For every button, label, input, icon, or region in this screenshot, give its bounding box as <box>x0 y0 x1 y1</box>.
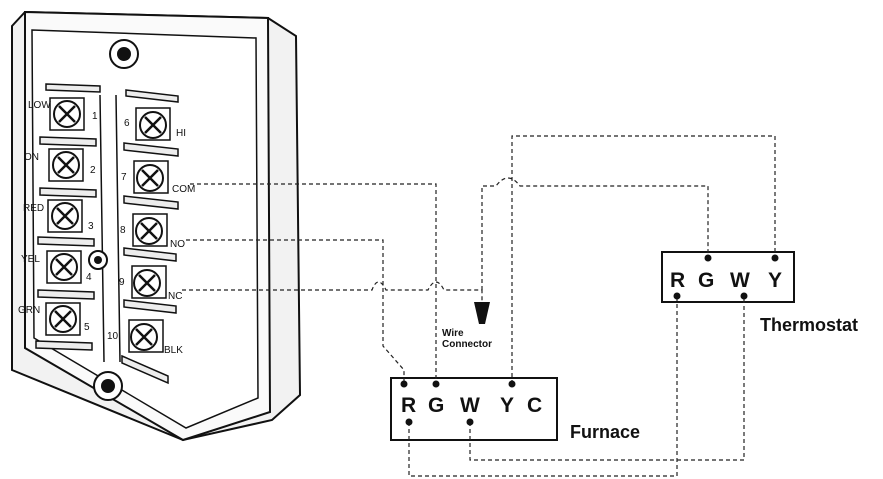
terminal-label-nc: NC <box>168 291 182 302</box>
terminal-label-com: COM <box>172 184 195 195</box>
terminal-label-blk: BLK <box>164 345 183 356</box>
terminal-dots <box>400 254 779 426</box>
center-post <box>88 250 108 270</box>
terminal-screw-yel <box>46 250 82 284</box>
terminal-screw-com <box>133 160 169 194</box>
terminal-label-on: ON <box>24 152 39 163</box>
thermostat-box: R G W Y <box>661 251 795 303</box>
relay-device: LOW ON RED YEL GRN 1 2 3 4 5 HI COM NO N… <box>11 10 302 442</box>
terminal-screw-red <box>47 199 83 233</box>
mount-screw-top <box>109 39 139 69</box>
terminal-screw-blk <box>128 319 164 353</box>
center-divider <box>99 94 121 363</box>
mount-screw-bottom <box>93 371 123 401</box>
furnace-terminal-y: Y <box>500 394 514 417</box>
furnace-outline <box>390 377 558 441</box>
terminal-number-7: 7 <box>121 172 127 183</box>
wire-connector-label-line2: Connector <box>442 339 492 350</box>
terminal-number-10: 10 <box>107 331 119 342</box>
furnace-title: Furnace <box>570 422 640 442</box>
terminal-label-no: NO <box>170 239 185 250</box>
wire-connector-to-thermostat-g <box>481 177 709 290</box>
terminal-strips <box>35 83 179 385</box>
terminal-screw-hi <box>135 107 171 141</box>
terminal-number-2: 2 <box>90 165 96 176</box>
thermostat-terminal-y: Y <box>768 269 782 292</box>
terminal-label-low: LOW <box>28 100 51 111</box>
thermostat-terminal-w: W <box>730 269 750 292</box>
wire-furnace-r-to-thermostat-r <box>408 296 678 477</box>
wire-connector: Wire Connector <box>442 302 492 350</box>
terminal-screw-nc <box>131 265 167 299</box>
terminal-screw-low <box>49 97 85 131</box>
wire-no-to-furnace-r <box>186 239 405 384</box>
wire-nc-to-connector <box>182 281 483 302</box>
wire-furnace-y-to-thermostat-y <box>511 135 776 384</box>
wire-connector-label-line1: Wire <box>442 328 464 339</box>
thermostat-outline <box>661 251 795 303</box>
terminal-screw-grn <box>45 302 81 336</box>
furnace-terminal-r: R <box>401 394 416 417</box>
wire-connector-icon <box>474 302 490 324</box>
terminal-number-3: 3 <box>88 221 94 232</box>
wire-com-to-furnace-g <box>190 183 437 384</box>
terminal-label-yel: YEL <box>21 254 40 265</box>
furnace-box: R G W Y C <box>390 377 558 441</box>
terminal-number-1: 1 <box>92 111 98 122</box>
terminal-number-5: 5 <box>84 322 90 333</box>
terminal-number-8: 8 <box>120 225 126 236</box>
terminal-screw-no <box>132 213 168 247</box>
wire-furnace-w-to-thermostat-w <box>469 296 745 461</box>
furnace-terminal-w: W <box>460 394 480 417</box>
thermostat-title: Thermostat <box>760 315 858 335</box>
terminal-number-4: 4 <box>86 272 92 283</box>
thermostat-terminal-g: G <box>698 269 714 292</box>
terminal-label-hi: HI <box>176 128 186 139</box>
thermostat-terminal-r: R <box>670 269 685 292</box>
furnace-terminal-c: C <box>527 394 542 417</box>
wiring <box>182 135 776 477</box>
terminal-screw-on <box>48 148 84 182</box>
terminal-label-grn: GRN <box>18 305 40 316</box>
terminal-label-red: RED <box>23 203 44 214</box>
terminal-number-6: 6 <box>124 118 130 129</box>
furnace-terminal-g: G <box>428 394 444 417</box>
terminal-number-9: 9 <box>119 277 125 288</box>
